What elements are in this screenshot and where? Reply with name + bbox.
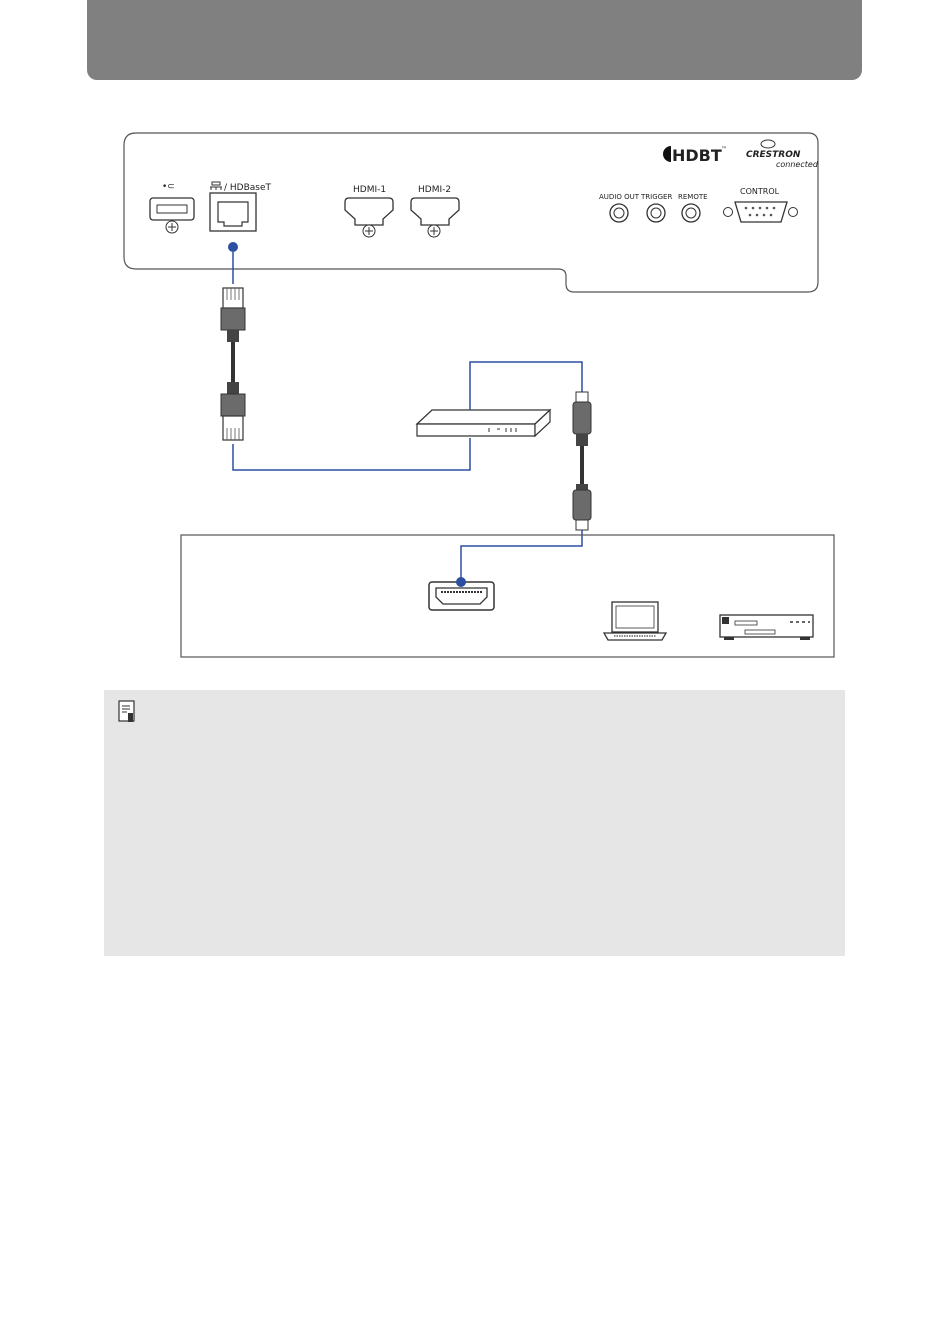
media-player-icon xyxy=(720,615,813,640)
crestron-connected-logo: CRESTRON connected xyxy=(746,140,819,169)
audio-out-jack[interactable] xyxy=(610,204,628,222)
hdbaset-port-label: / HDBaseT xyxy=(224,183,272,193)
hdmi2-port-label: HDMI-2 xyxy=(418,185,451,195)
hdbaset-connection-dot xyxy=(228,242,238,252)
laptop-icon xyxy=(604,602,666,640)
connection-diagram: •⊂ / HDBaseT HDMI-1 HDMI-2 AUDIO OUT TRI… xyxy=(0,0,950,680)
source-device-area xyxy=(181,535,834,657)
usb-port[interactable] xyxy=(150,198,194,233)
source-connection-dot xyxy=(456,577,466,587)
memo-pencil-icon xyxy=(118,700,138,724)
remote-jack[interactable] xyxy=(682,204,700,222)
hdmi-cable-connector-top xyxy=(573,392,591,446)
lan-line-to-transmitter xyxy=(233,438,470,470)
svg-text:connected: connected xyxy=(776,160,819,169)
trigger-jack[interactable] xyxy=(647,204,665,222)
lan-cable-connector-top xyxy=(221,288,245,342)
hdmi-line-to-source xyxy=(461,530,582,580)
hdmi-line-from-transmitter xyxy=(470,362,582,410)
hdbaset-lan-port[interactable] xyxy=(210,193,256,231)
lan-network-icon xyxy=(210,182,222,190)
hdbaset-logo: HDBT ™ xyxy=(663,146,727,165)
hdmi2-port[interactable] xyxy=(411,198,459,237)
trigger-label: TRIGGER xyxy=(640,193,672,201)
lan-cable-connector-bottom xyxy=(221,382,245,440)
svg-text:CRESTRON: CRESTRON xyxy=(746,150,801,160)
hdmi1-port-label: HDMI-1 xyxy=(353,185,386,195)
hdmi-cable-connector-bottom xyxy=(573,484,591,530)
note-box xyxy=(104,690,845,956)
usb-symbol-label: •⊂ xyxy=(162,182,175,192)
control-serial-port[interactable] xyxy=(724,202,798,222)
hdbaset-transmitter-device xyxy=(417,410,550,436)
hdmi1-port[interactable] xyxy=(345,198,393,237)
control-port-label: CONTROL xyxy=(740,187,780,196)
svg-text:HDBT: HDBT xyxy=(672,146,722,165)
remote-label: REMOTE xyxy=(678,193,708,201)
svg-text:™: ™ xyxy=(721,146,727,153)
audio-out-label: AUDIO OUT xyxy=(599,193,640,201)
